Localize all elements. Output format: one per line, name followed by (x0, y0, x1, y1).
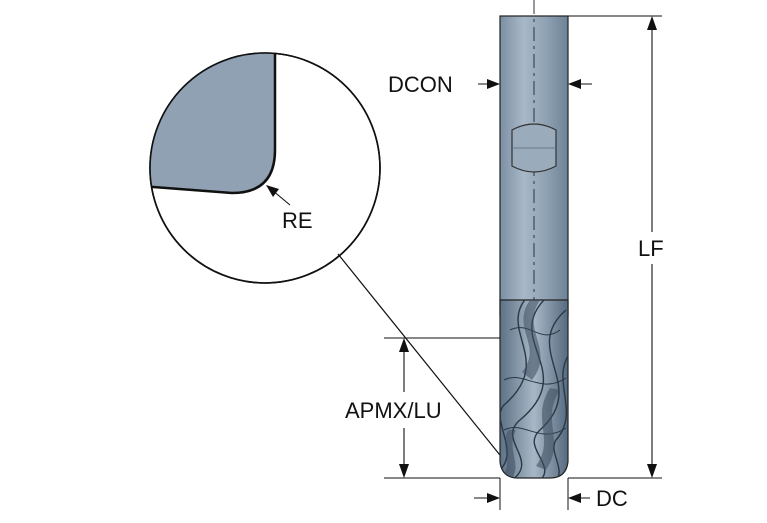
apmx-dimension (399, 338, 409, 478)
dcon-dimension (478, 79, 592, 89)
dc-label: DC (596, 486, 628, 511)
dc-dimension (474, 493, 590, 503)
lf-dimension (647, 16, 657, 478)
detail-leader-line (337, 253, 513, 471)
lf-label: LF (638, 236, 664, 261)
tool-shank (499, 0, 569, 317)
apmx-lu-label: APMX/LU (345, 398, 442, 423)
corner-radius-detail (149, 52, 381, 284)
tool-flutes (499, 299, 569, 479)
re-arrow (266, 185, 291, 206)
dcon-label: DCON (388, 72, 453, 97)
re-label: RE (282, 208, 313, 233)
